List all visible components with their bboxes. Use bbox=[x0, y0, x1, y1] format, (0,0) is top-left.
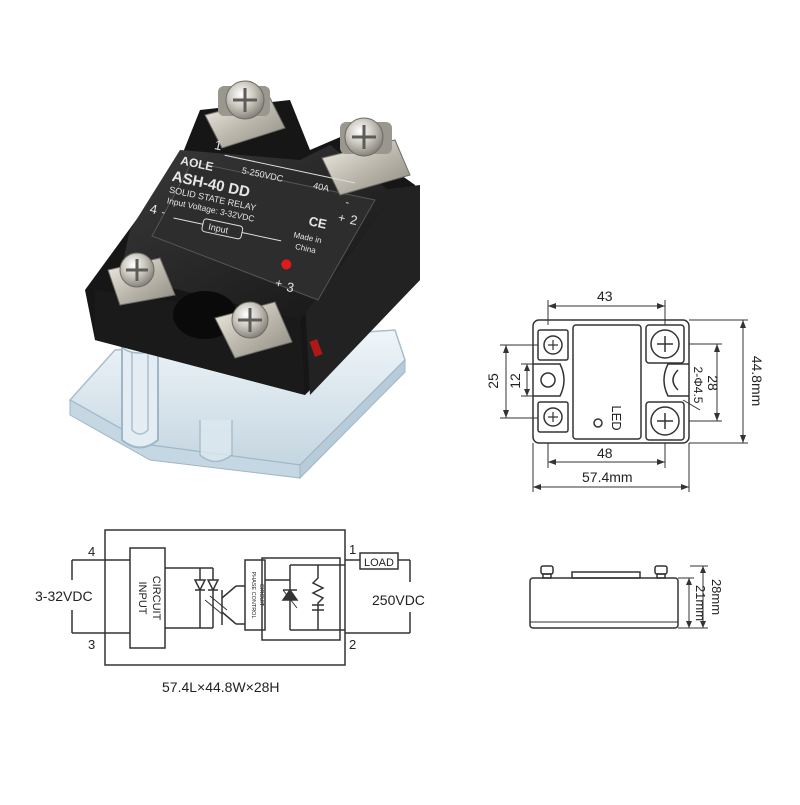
dim-21mm: 21mm bbox=[693, 585, 708, 621]
side-view-labels: 28mm 21mm bbox=[693, 579, 724, 621]
schematic-labels: 4 3 1 2 3-32VDC 250VDC LOAD INPUT CIRCUI… bbox=[35, 542, 425, 695]
dim-28: 28 bbox=[705, 375, 721, 391]
input-voltage-label: 3-32VDC bbox=[35, 588, 93, 604]
relay-led bbox=[281, 259, 292, 270]
dimension-lines bbox=[500, 300, 748, 492]
dim-12: 12 bbox=[507, 373, 523, 389]
relay-input-label: Input bbox=[207, 222, 229, 236]
relay-terminal-4: 4 bbox=[148, 201, 158, 217]
side-view-drawing bbox=[529, 565, 708, 629]
relay-plus-2: + bbox=[337, 210, 347, 225]
relay-china: China bbox=[294, 242, 317, 255]
side-view-outline bbox=[529, 577, 679, 629]
input-circuit-block bbox=[129, 547, 166, 649]
pin-3: 3 bbox=[88, 637, 95, 652]
load-label: LOAD bbox=[364, 557, 394, 569]
relay-ce-mark: CE bbox=[307, 213, 328, 231]
terminal-screw-2 bbox=[321, 117, 411, 196]
relay-current-rating: 40A bbox=[312, 180, 330, 193]
relay-terminal-2: 2 bbox=[349, 212, 359, 228]
phase-control-label-1: PHASE CONTROL bbox=[250, 571, 256, 618]
relay-photo: 1 5-250VDC 40A - + 2 AOLE ASH-40 DD SOLI… bbox=[68, 80, 420, 480]
pin-1: 1 bbox=[349, 542, 356, 557]
relay-minus-4: - bbox=[160, 206, 166, 219]
output-voltage-label: 250VDC bbox=[372, 592, 425, 608]
phase-control-label-2: CIRCUIT bbox=[258, 584, 264, 607]
top-view-outline bbox=[532, 319, 690, 444]
top-view-drawing bbox=[500, 300, 748, 492]
wiring-schematic bbox=[71, 529, 411, 666]
dim-48: 48 bbox=[597, 445, 613, 461]
dim-28mm: 28mm bbox=[709, 579, 724, 615]
terminal-screw-4 bbox=[107, 252, 176, 306]
terminal-screw-1 bbox=[204, 80, 286, 149]
led-label: LED bbox=[609, 405, 624, 430]
load-box bbox=[359, 552, 399, 570]
relay-brand: AOLE bbox=[179, 153, 215, 174]
relay-minus-2: - bbox=[344, 197, 350, 210]
dim-43: 43 bbox=[597, 288, 613, 304]
input-circuit-label-1: INPUT bbox=[136, 582, 148, 615]
phase-control-block bbox=[244, 559, 266, 631]
pin-2: 2 bbox=[349, 637, 356, 652]
dim-44-8: 44.8mm bbox=[749, 356, 765, 407]
input-circuit-label-2: CIRCUIT bbox=[150, 576, 162, 621]
relay-terminal-1: 1 bbox=[213, 137, 223, 153]
dimension-arrows bbox=[503, 303, 746, 490]
size-caption: 57.4L×44.8W×28H bbox=[162, 679, 280, 695]
schematic-box bbox=[104, 529, 346, 666]
relay-plus-3: + bbox=[274, 276, 284, 291]
top-view-labels: 43 25 12 28 44.8mm 2-Φ4.5 LED 48 57.4mm bbox=[485, 288, 765, 485]
dim-57-4: 57.4mm bbox=[582, 469, 633, 485]
relay-terminal-3: 3 bbox=[285, 279, 295, 295]
dim-hole: 2-Φ4.5 bbox=[691, 367, 705, 404]
terminal-screw-3 bbox=[214, 301, 293, 359]
dim-25: 25 bbox=[485, 373, 501, 389]
pin-4: 4 bbox=[88, 544, 95, 559]
